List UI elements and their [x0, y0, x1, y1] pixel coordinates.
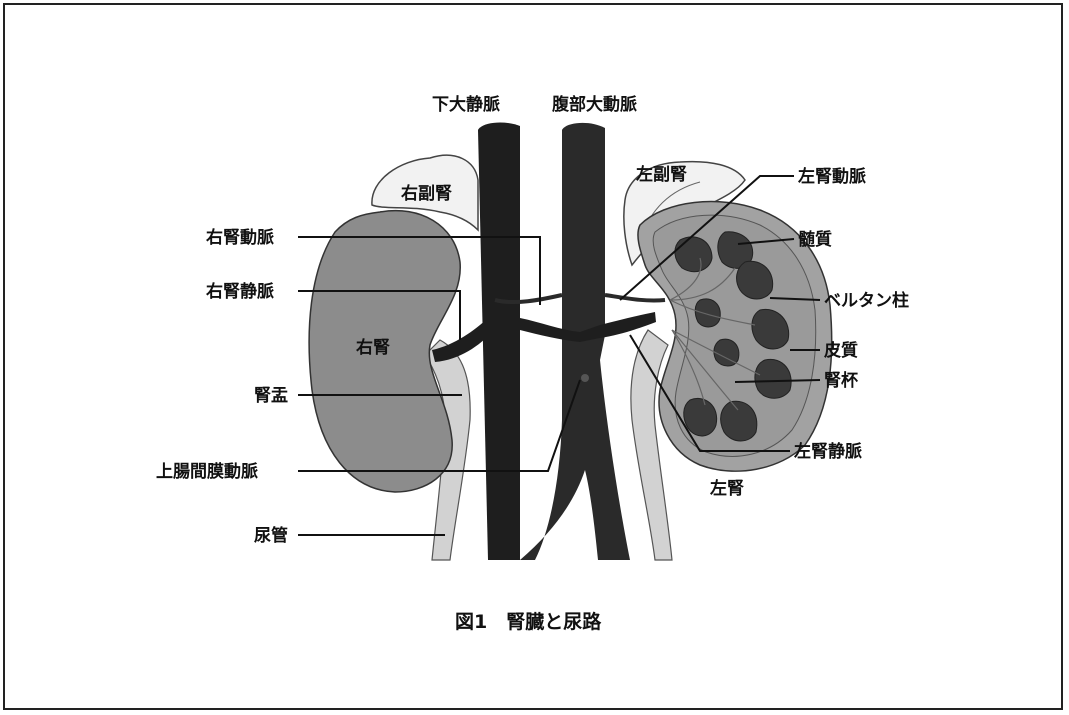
- label-right-kidney: 右腎: [356, 337, 390, 358]
- left-renal-artery-vessel: [605, 295, 665, 301]
- label-right-adrenal: 右副腎: [401, 183, 452, 204]
- label-calyx: 腎杯: [824, 370, 858, 391]
- label-sma: 上腸間膜動脈: [156, 461, 258, 482]
- label-left-renal-artery: 左腎動脈: [798, 166, 866, 187]
- label-abdominal-aorta: 腹部大動脈: [552, 94, 637, 115]
- label-inferior-vena-cava: 下大静脈: [432, 94, 500, 115]
- figure-caption: 図1 腎臓と尿路: [455, 610, 602, 633]
- label-renal-pelvis: 腎盂: [254, 386, 288, 406]
- abdominal-aorta: [520, 123, 630, 560]
- left-ureter: [631, 330, 672, 560]
- label-right-renal-artery: 右腎動脈: [206, 227, 274, 248]
- label-medulla: 髄質: [798, 229, 832, 250]
- label-left-adrenal: 左副腎: [636, 164, 687, 185]
- label-cortex: 皮質: [824, 340, 858, 361]
- sma-origin: [581, 374, 589, 382]
- label-column-of-bertin: ベルタン柱: [824, 290, 909, 311]
- label-left-renal-vein: 左腎静脈: [794, 441, 862, 462]
- label-ureter: 尿管: [254, 525, 288, 546]
- label-left-kidney: 左腎: [710, 478, 744, 499]
- label-right-renal-vein: 右腎静脈: [206, 281, 274, 302]
- inferior-vena-cava: [478, 123, 520, 560]
